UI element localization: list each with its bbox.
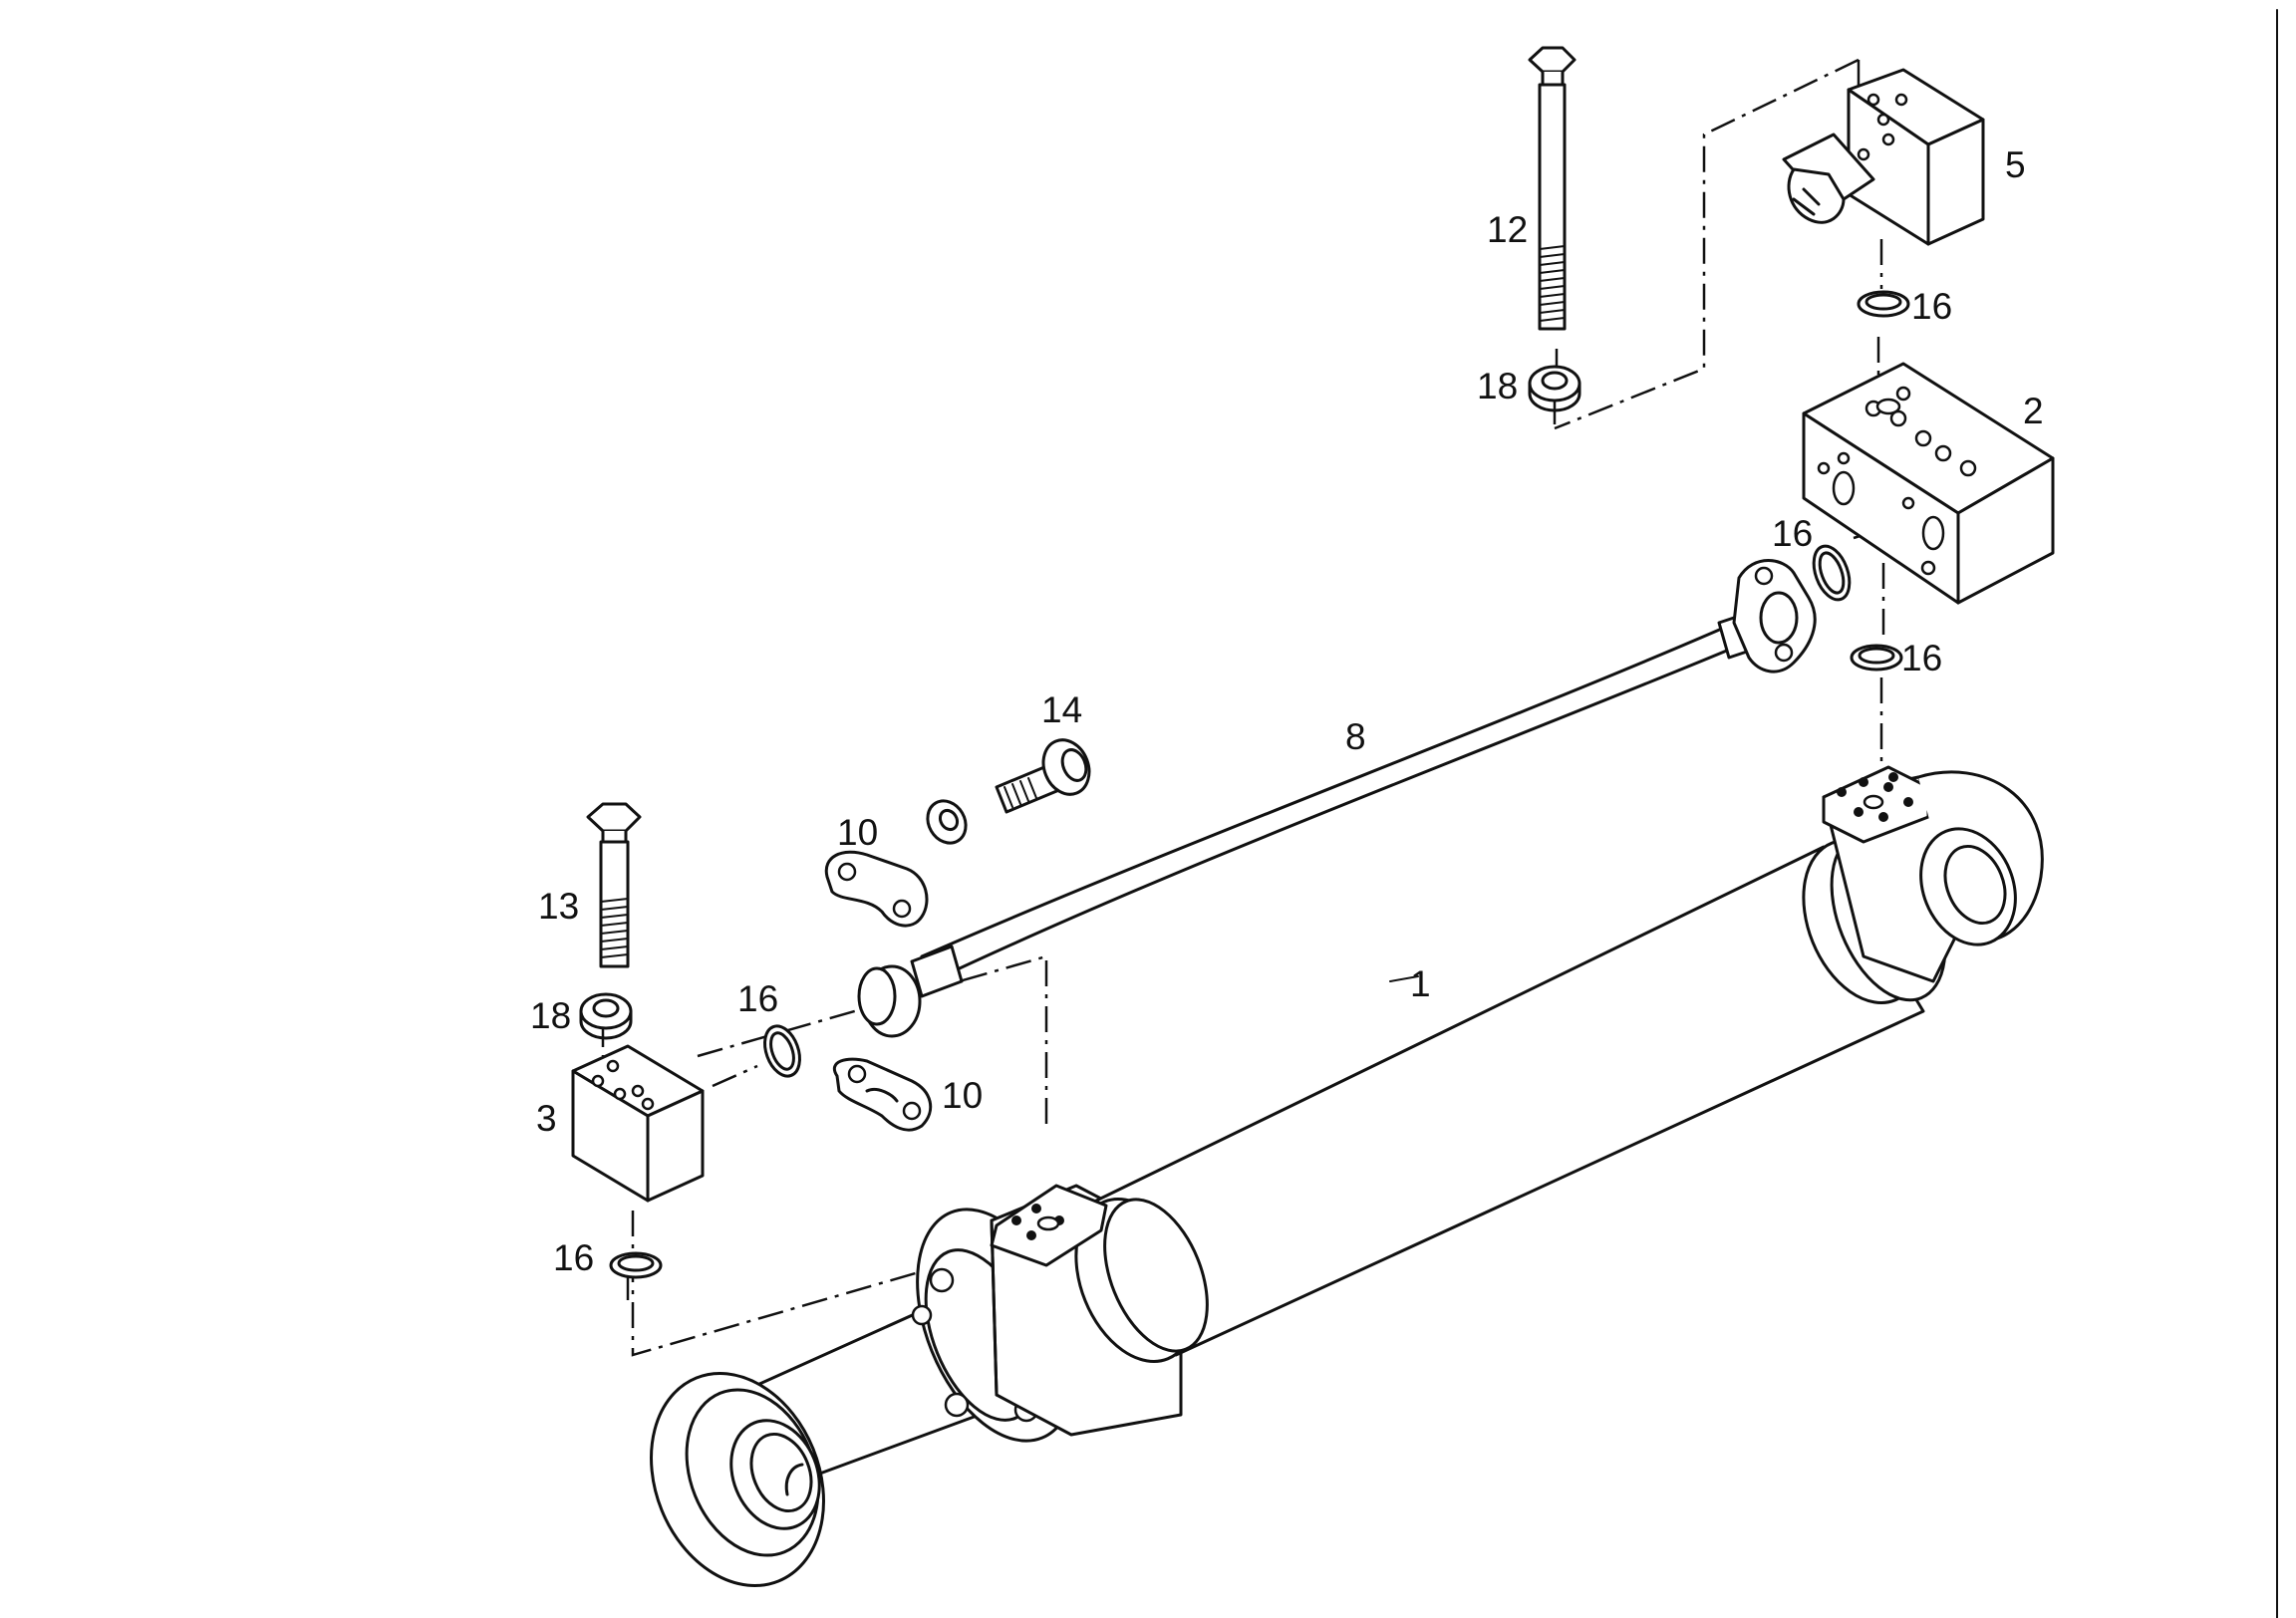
small-block <box>571 1044 705 1203</box>
hose-assembly <box>857 559 1817 1038</box>
label-part-12: 12 <box>1487 209 1528 250</box>
solenoid-knob <box>1787 167 1846 224</box>
bolt-13 <box>586 802 642 968</box>
label-part-1: 1 <box>1410 963 1431 1004</box>
o-rings <box>609 290 1910 1279</box>
label-part-14: 14 <box>1041 689 1082 730</box>
long-bolt-12 <box>1528 46 1577 331</box>
center-lines <box>601 58 1919 1357</box>
flange-half-10-upper <box>824 850 929 928</box>
cap-screw-14 <box>995 738 1091 814</box>
label-part-16-a: 16 <box>1911 286 1952 327</box>
hydraulic-cylinder <box>650 765 2044 1588</box>
label-part-10-lower: 10 <box>942 1075 983 1116</box>
solenoid-valve <box>1782 68 1985 246</box>
label-part-8: 8 <box>1345 716 1366 757</box>
cylinder-barrel <box>1084 845 1925 1357</box>
label-part-5: 5 <box>2005 144 2026 185</box>
label-part-16-d: 16 <box>737 978 778 1019</box>
label-part-13: 13 <box>538 886 579 927</box>
label-part-16-b: 16 <box>1772 513 1813 554</box>
label-part-2: 2 <box>2023 391 2044 431</box>
label-part-3: 3 <box>536 1098 557 1139</box>
label-part-10-upper: 10 <box>837 812 878 853</box>
label-part-18-lower: 18 <box>530 995 571 1036</box>
valve-block <box>1802 362 2055 605</box>
part-labels: 1 2 3 5 8 10 10 12 13 14 16 16 16 16 16 … <box>530 144 2044 1278</box>
label-part-18-upper: 18 <box>1477 366 1518 406</box>
flange-halves <box>824 850 933 1132</box>
label-part-16-e: 16 <box>553 1237 594 1278</box>
washers <box>579 365 1581 1040</box>
label-part-16-c: 16 <box>1901 638 1942 678</box>
leader-lines <box>1389 975 1419 982</box>
